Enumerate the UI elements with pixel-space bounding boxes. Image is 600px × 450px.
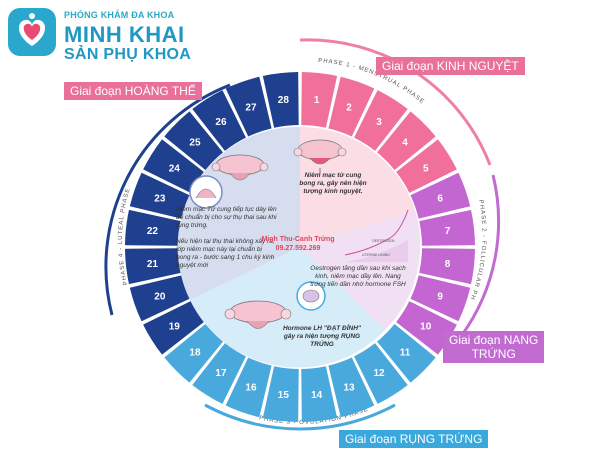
day-segment <box>225 76 272 137</box>
day-number: 14 <box>311 390 323 401</box>
quadrant-luteal <box>177 126 300 300</box>
note-luteal-2: Nếu hiện tại thụ thai không xảy ra, lớp … <box>176 238 275 269</box>
clinic-logo: PHÒNG KHÁM ĐA KHOA MINH KHAI SẢN PHỤ KHO… <box>6 4 191 70</box>
stage-label-hoang-the: Giai đoạn HOÀNG THỂ <box>64 82 202 100</box>
luteal-zoom-detail <box>195 188 217 199</box>
oestrogen-curve <box>344 209 409 256</box>
day-segment <box>192 343 246 404</box>
hormone-mini-chart: OESTROGEN UTERINE LINING <box>344 209 409 262</box>
day-number: 13 <box>343 383 355 394</box>
day-segment <box>328 357 375 418</box>
ovulation-egg-detail <box>302 289 320 303</box>
day-segment <box>377 111 436 170</box>
day-segment <box>192 90 246 151</box>
logo-dept-line: SẢN PHỤ KHOA <box>64 46 192 63</box>
day-number: 19 <box>169 322 181 333</box>
day-number: 20 <box>154 292 166 303</box>
uterine-lining-label: UTERINE LINING <box>362 253 390 257</box>
day-segment <box>125 209 181 246</box>
day-ring: 1234567891011121314151617181920212223242… <box>125 72 475 422</box>
day-segment <box>419 209 475 246</box>
day-segment <box>396 301 457 355</box>
day-number: 5 <box>423 163 429 174</box>
uterus-luteal-icon <box>211 154 269 181</box>
note-menstrual: Niêm mạc tử cung bong ra, gây nên hiện t… <box>299 172 367 195</box>
day-segment <box>419 248 475 285</box>
day-number: 11 <box>400 348 411 359</box>
day-segment <box>143 301 204 355</box>
day-number: 8 <box>445 259 451 270</box>
stage-label-rung-trung: Giai đoạn RỤNG TRỨNG <box>339 430 489 448</box>
oestrogen-label: OESTROGEN <box>372 239 395 243</box>
day-segment <box>354 90 408 151</box>
day-segment <box>125 248 181 285</box>
day-segment <box>164 111 223 170</box>
day-segment <box>301 366 338 422</box>
day-segment <box>129 172 190 219</box>
day-segment <box>410 172 471 219</box>
quadrant-follicular <box>300 210 421 330</box>
watermark: Minh Thu-Canh Trứng 09.27.592.269 <box>258 235 338 253</box>
note-follicular: Oestrogen tăng dần sau khi sạch kinh, ni… <box>310 265 406 288</box>
stage-label-kinh-nguyet: Giai đoạn KINH NGUYỆT <box>376 57 525 75</box>
day-segment <box>262 366 299 422</box>
day-number: 4 <box>402 137 408 148</box>
day-number: 24 <box>169 163 181 174</box>
outer-arc-follicular <box>460 174 501 336</box>
day-segment <box>129 275 190 322</box>
logo-clinic-line: PHÒNG KHÁM ĐA KHOA <box>64 10 175 20</box>
clinic-logo-mark-icon <box>8 8 56 56</box>
uterine-lining-area <box>345 240 408 262</box>
day-number: 21 <box>147 259 159 270</box>
day-segment <box>262 72 299 128</box>
day-number: 23 <box>154 193 166 204</box>
day-segment <box>225 357 272 418</box>
uterus-menstrual-icon <box>293 139 347 174</box>
day-number: 16 <box>245 383 257 394</box>
day-segment <box>354 343 408 404</box>
day-number: 18 <box>189 348 201 359</box>
note-luteal-1: Niêm mạc Tử cung tiếp tục dày lên để chu… <box>176 206 277 229</box>
stage-label-nang-line1: Giai đoạn NANG <box>449 333 539 347</box>
day-segment <box>377 324 436 383</box>
day-number: 26 <box>215 117 227 128</box>
day-segment <box>328 76 375 137</box>
outer-arc-ovulation <box>204 403 396 431</box>
watermark-phone: 09.27.592.269 <box>275 245 321 252</box>
day-segment <box>143 139 204 193</box>
stage-label-nang-line2: TRỨNG <box>471 347 516 361</box>
day-segment <box>410 275 471 322</box>
quadrant-ovulation <box>190 247 385 368</box>
outer-arc-luteal <box>104 83 231 316</box>
day-number: 10 <box>420 322 432 333</box>
day-number: 22 <box>147 226 159 237</box>
day-number: 25 <box>189 137 201 148</box>
day-segment <box>164 324 223 383</box>
day-number: 17 <box>215 368 227 379</box>
day-segment <box>301 72 338 128</box>
day-number: 3 <box>376 117 382 128</box>
day-number: 1 <box>314 95 320 106</box>
day-number: 15 <box>278 390 290 401</box>
day-number: 28 <box>278 95 290 106</box>
day-number: 27 <box>245 102 257 113</box>
day-number: 6 <box>437 193 443 204</box>
day-number: 2 <box>346 102 352 113</box>
uterus-ovulation-icon <box>224 300 292 329</box>
day-number: 7 <box>445 226 451 237</box>
watermark-name: Minh Thu-Canh Trứng <box>261 236 335 243</box>
logo-name-line: MINH KHAI <box>64 22 185 47</box>
note-ovulation: Hormone LH "ĐẠT ĐỈNH" gây ra hiện tượng … <box>282 325 362 348</box>
day-number: 9 <box>437 292 443 303</box>
day-number: 12 <box>373 368 385 379</box>
stage-label-nang-trung: Giai đoạn NANG TRỨNG <box>443 331 545 363</box>
day-segment <box>396 139 457 193</box>
